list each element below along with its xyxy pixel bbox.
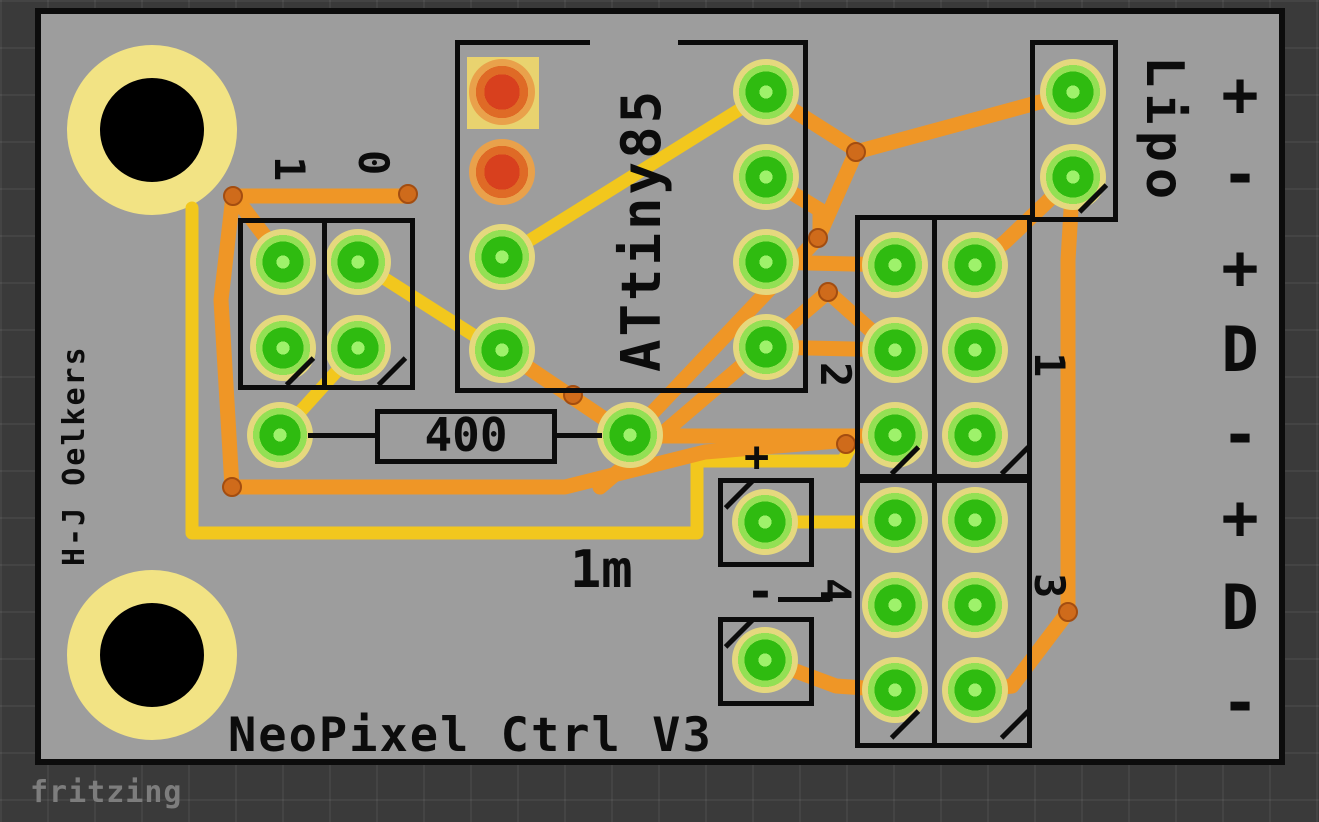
pad-single-minus[interactable]: [732, 627, 798, 693]
chip-notch-gap: [590, 36, 678, 48]
silk-minus-label: -: [746, 564, 775, 620]
pad-header-tl-1[interactable]: [250, 229, 316, 295]
pad-single-plus[interactable]: [732, 489, 798, 555]
edge-pin-label-4: D: [1221, 313, 1259, 386]
pad-chip-pin7[interactable]: [733, 144, 799, 210]
outline-resistor[interactable]: [375, 409, 557, 464]
pad-chip-pin5[interactable]: [733, 314, 799, 380]
outline-minus-pad[interactable]: [718, 617, 814, 706]
pad-header-rt-6[interactable]: [942, 402, 1008, 468]
edge-pin-label-6: +: [1221, 481, 1259, 554]
silk-label-1: 1: [265, 156, 314, 182]
outline-plus-pad[interactable]: [718, 478, 814, 567]
pad-header-tl-2[interactable]: [325, 229, 391, 295]
pad-chip-pin8[interactable]: [733, 59, 799, 125]
silk-wire-length: 1m: [570, 540, 633, 600]
via[interactable]: [223, 186, 243, 206]
pad-chip-pin4[interactable]: [469, 317, 535, 383]
pad-header-tl-4[interactable]: [325, 315, 391, 381]
silk-board-title: NeoPixel Ctrl V3: [228, 708, 713, 763]
via[interactable]: [836, 434, 856, 454]
pad-chip-pin2[interactable]: [469, 139, 535, 205]
via[interactable]: [846, 142, 866, 162]
pad-header-rb-6[interactable]: [942, 657, 1008, 723]
edge-pin-label-2: -: [1221, 138, 1259, 211]
pad-header-rt-4[interactable]: [942, 317, 1008, 383]
silk-label-3: 3: [1025, 573, 1074, 599]
pad-chip-pin1[interactable]: [469, 59, 535, 125]
pad-header-rb-1[interactable]: [862, 487, 928, 553]
edge-pin-label-7: D: [1221, 571, 1259, 644]
divider-header-rt: [932, 215, 937, 479]
silk-author: H-J Oelkers: [57, 345, 92, 566]
resistor-lead-right: [557, 433, 602, 438]
pad-chip-pin3[interactable]: [469, 224, 535, 290]
silk-label-1r: 1: [1025, 352, 1074, 378]
edge-pin-label-1: +: [1221, 58, 1259, 131]
silk-resistor-value: 400: [424, 408, 508, 462]
silk-lipo-label: Lipo: [1134, 56, 1194, 206]
outline-lipo[interactable]: [1030, 40, 1118, 222]
edge-pin-label-3: +: [1221, 231, 1259, 304]
silk-chip-label: ATtiny85: [610, 87, 673, 372]
pad-header-rt-5[interactable]: [862, 402, 928, 468]
divider-header-rb: [932, 478, 937, 748]
pad-chip-pin6[interactable]: [733, 229, 799, 295]
via[interactable]: [808, 228, 828, 248]
outline-header-rt[interactable]: [855, 215, 1032, 479]
pad-header-rt-1[interactable]: [862, 232, 928, 298]
trace-bottom-chip-diagonal[interactable]: [496, 86, 773, 264]
pad-resistor-left[interactable]: [247, 402, 313, 468]
silk-label-4: 4: [811, 578, 860, 604]
pad-header-rt-3[interactable]: [862, 317, 928, 383]
via[interactable]: [818, 282, 838, 302]
pad-header-rb-3[interactable]: [862, 572, 928, 638]
outline-header-rb[interactable]: [855, 478, 1032, 748]
edge-pin-label-5: -: [1221, 398, 1259, 471]
pad-header-rt-2[interactable]: [942, 232, 1008, 298]
resistor-lead-left: [308, 433, 375, 438]
edge-pin-label-8: -: [1221, 666, 1259, 739]
silk-connector-line: [778, 597, 830, 602]
via[interactable]: [222, 477, 242, 497]
fritzing-watermark: fritzing: [30, 775, 183, 810]
trace-top-left-slant[interactable]: [213, 188, 241, 495]
pad-resistor-right[interactable]: [597, 402, 663, 468]
silk-plus-label: +: [744, 432, 770, 481]
divider-header-tl: [322, 218, 327, 390]
pad-lipo-plus[interactable]: [1040, 59, 1106, 125]
silk-label-0: 0: [349, 150, 398, 176]
trace-bottom-long-route[interactable]: [185, 201, 857, 540]
via[interactable]: [398, 184, 418, 204]
via[interactable]: [1058, 602, 1078, 622]
silk-label-2: 2: [811, 362, 860, 388]
trace-top-bottom-run[interactable]: [224, 432, 858, 495]
pad-header-rb-4[interactable]: [942, 572, 1008, 638]
pad-header-rb-2[interactable]: [942, 487, 1008, 553]
